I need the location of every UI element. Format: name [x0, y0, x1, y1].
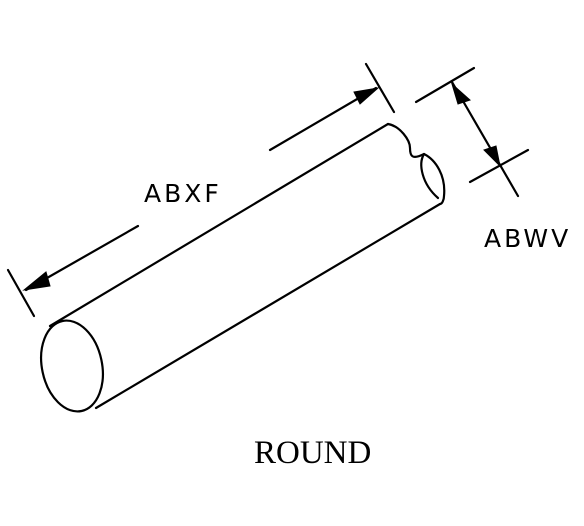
cylinder-broken-end-inner: [420, 152, 440, 200]
diameter-extension-line-top: [414, 66, 476, 104]
cylinder-front-face: [40, 319, 104, 413]
diameter-arrowhead-bottom: [483, 145, 501, 168]
diameter-arrowhead-top: [451, 82, 471, 105]
length-label: ABXF: [144, 179, 222, 208]
length-arrowhead-left: [22, 271, 51, 291]
length-extension-line-left: [6, 268, 36, 318]
diameter-dimension: ABWV: [414, 66, 571, 253]
length-extension-line-right: [364, 62, 396, 114]
diameter-label: ABWV: [484, 224, 571, 253]
cylinder-top-edge: [48, 122, 390, 328]
length-arrowhead-right: [353, 87, 380, 105]
cylinder: [40, 122, 446, 413]
cylinder-bottom-edge: [94, 202, 442, 410]
length-dimension: ABXF: [6, 62, 396, 318]
shape-caption: ROUND: [254, 435, 371, 471]
diameter-extension-line-bottom: [468, 148, 530, 184]
cylinder-broken-end: [386, 122, 446, 206]
